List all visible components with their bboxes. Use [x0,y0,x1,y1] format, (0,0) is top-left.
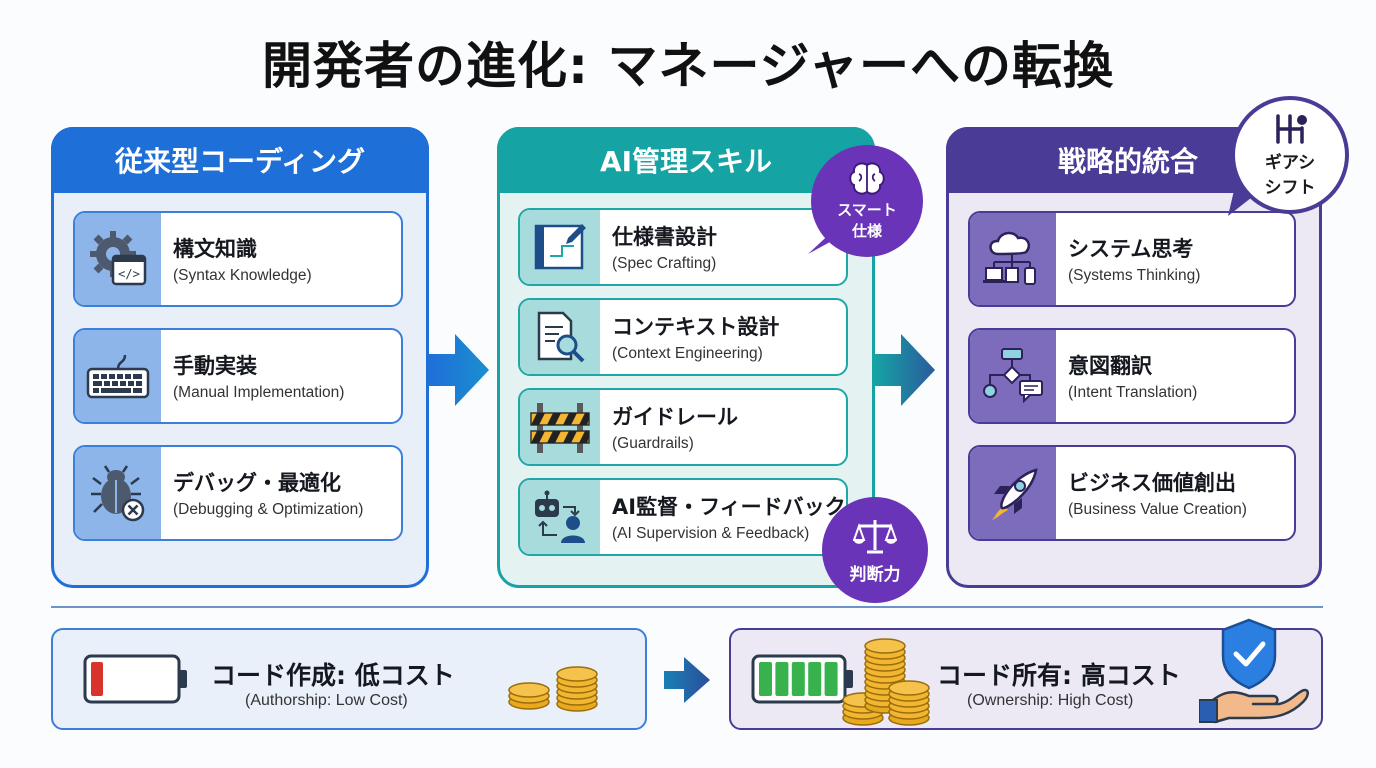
battery-cell [824,662,838,696]
card-syntax-knowledge: </> 構文知識 (Syntax Knowledge) [73,211,403,307]
item-subtitle: (Systems Thinking) [1068,267,1201,284]
card-debugging: デバッグ・最適化 (Debugging & Optimization) [73,445,403,541]
page-title: 開発者の進化: マネージャーへの転換 [262,37,1114,95]
authorship-cost-title: コード作成: 低コスト [211,661,455,690]
item-title: デバッグ・最適化 [173,471,341,495]
authorship-cost-panel: コード作成: 低コスト (Authorship: Low Cost) [51,628,647,730]
traditional-coding-panel: 従来型コーディング </> 構文知識 (Syntax Knowledge [51,127,429,588]
full-battery-icon [751,654,853,704]
item-subtitle: (Context Engineering) [612,345,763,362]
battery-cell [775,662,789,696]
document-search-icon [520,300,600,374]
badge-text: 仕様 [851,222,882,240]
ownership-cost-subtitle: (Ownership: High Cost) [967,692,1134,709]
battery-cell [808,662,822,696]
card-intent-translation: 意図翻訳 (Intent Translation) [968,328,1296,424]
traditional-coding-heading: 従来型コーディング [51,127,429,193]
item-title: 手動実装 [173,354,257,378]
ai-management-heading: AI管理スキル [497,127,875,193]
svg-text:</>: </> [118,267,140,281]
item-title: 意図翻訳 [1068,354,1152,378]
authorship-cost-subtitle: (Authorship: Low Cost) [245,692,408,709]
badge-text: シフト [1264,178,1316,198]
bug-icon [75,447,161,539]
card-manual-implementation: 手動実装 (Manual Implementation) [73,328,403,424]
item-title: AI監督・フィードバック [612,495,846,519]
item-title: 構文知識 [173,237,257,261]
item-subtitle: (Syntax Knowledge) [173,267,312,284]
item-subtitle: (Guardrails) [612,435,694,452]
battery-cell [759,662,772,696]
barrier-icon [520,390,600,464]
cloud-network-icon [970,213,1056,305]
card-guardrails: ガイドレール (Guardrails) [518,388,848,466]
shield-hand-icon [1199,618,1309,724]
item-subtitle: (Business Value Creation) [1068,501,1247,518]
card-context-engineering: コンテキスト設計 (Context Engineering) [518,298,848,376]
item-subtitle: (Spec Crafting) [612,255,717,272]
gear-code-icon: </> [75,213,161,305]
item-title: 仕様書設計 [612,225,717,249]
card-spec-crafting: 仕様書設計 (Spec Crafting) [518,208,848,286]
judgment-badge: 判断力 [822,497,928,603]
arrow-right-icon [875,334,935,406]
gear-shift-badge: ギアシ シフト [1231,96,1349,214]
blueprint-icon [520,210,600,284]
card-ai-supervision: AI監督・フィードバック (AI Supervision & Feedback) [518,478,848,556]
ownership-cost-title: コード所有: 高コスト [937,661,1181,690]
item-title: ガイドレール [612,405,738,429]
divider [51,606,1323,608]
item-title: システム思考 [1068,237,1194,261]
gearshift-icon [1276,114,1307,144]
keyboard-icon [75,330,161,422]
flowchart-icon [970,330,1056,422]
arrow-right-icon [664,657,710,703]
item-title: ビジネス価値創出 [1068,471,1236,495]
badge-text: スマート [837,201,897,219]
large-coins-icon [842,638,930,726]
rocket-icon [970,447,1056,539]
item-subtitle: (Debugging & Optimization) [173,501,364,518]
arrow-right-icon [429,334,489,406]
badge-text: ギアシ [1264,153,1316,173]
ownership-cost-panel: コード所有: 高コスト (Ownership: High Cost) [729,618,1323,730]
item-subtitle: (AI Supervision & Feedback) [612,525,810,542]
card-systems-thinking: システム思考 (Systems Thinking) [968,211,1296,307]
low-battery-icon [83,654,187,704]
card-business-value: ビジネス価値創出 (Business Value Creation) [968,445,1296,541]
item-subtitle: (Manual Implementation) [173,384,345,401]
item-subtitle: (Intent Translation) [1068,384,1198,401]
scales-icon [853,519,897,553]
badge-text: 判断力 [849,564,901,585]
small-coins-icon [508,666,598,712]
badge-tail-icon [808,228,836,254]
robot-human-icon [520,480,600,554]
item-title: コンテキスト設計 [612,315,780,339]
brain-icon [849,162,885,195]
battery-cell [791,662,805,696]
